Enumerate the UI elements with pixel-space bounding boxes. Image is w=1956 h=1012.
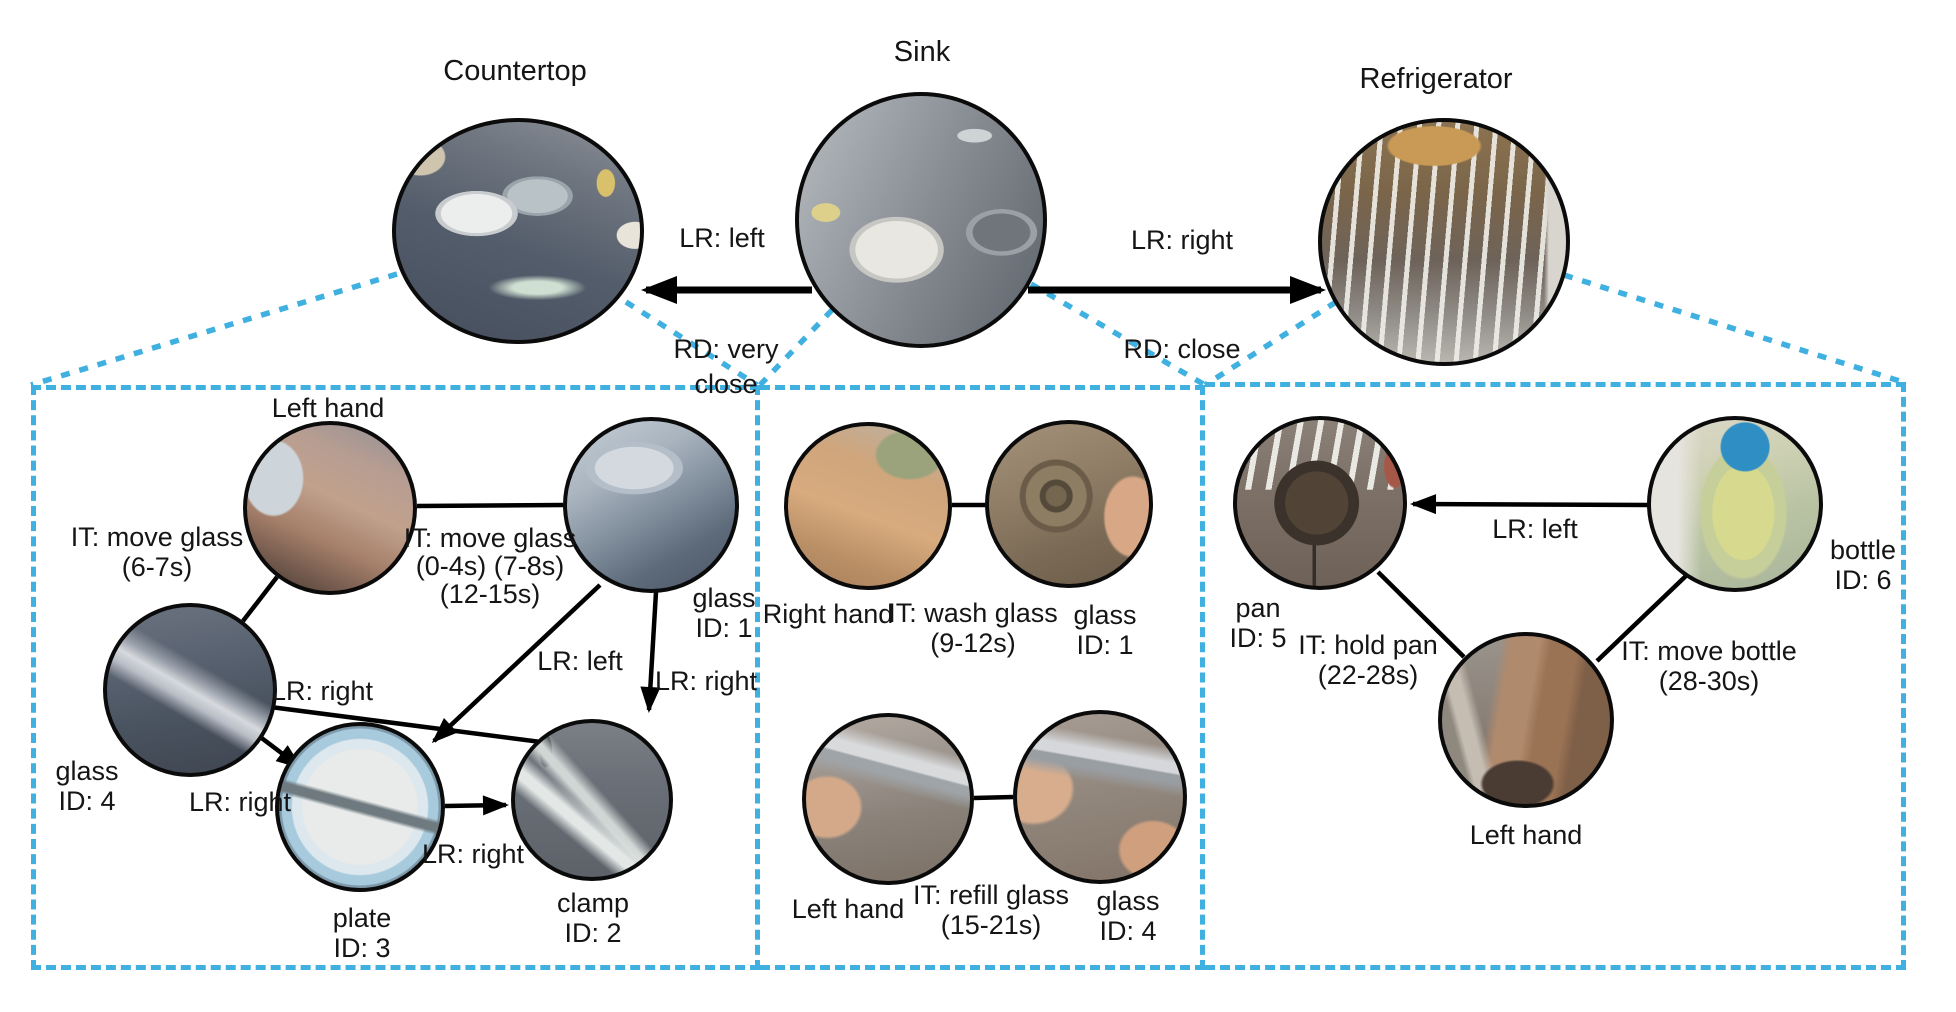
rb-pan-photo — [1233, 416, 1407, 590]
mb-glass4-photo — [1013, 710, 1187, 884]
rb-lr-left: LR: left — [1492, 514, 1578, 544]
edge-lefthand-glass4 — [973, 794, 1014, 801]
lb-lr-right-glass1-clamp: LR: right — [654, 666, 758, 696]
countertop-group-box — [31, 385, 760, 970]
lb-lr-right-plate-clamp: LR: right — [421, 839, 525, 869]
edge-lefthand-glass4 — [241, 575, 279, 623]
lb-lr-right-glass4-clamp: LR: right — [270, 676, 374, 706]
mb-left-hand-label: Left hand — [791, 894, 905, 924]
refrigerator-graph-edges — [1376, 494, 1691, 663]
arrow-glass4-clamp — [254, 702, 575, 753]
funnel-countertop-left — [30, 271, 398, 388]
scene-edge-rd-very-close: RD: very close — [673, 334, 779, 399]
lb-clamp-label: clamp ID: 2 — [556, 888, 630, 948]
scene-edge-rd-close: RD: close — [1123, 334, 1241, 364]
funnel-fridge-left — [1203, 299, 1338, 388]
rb-it-hold-pan: IT: hold pan (22-28s) — [1298, 630, 1438, 690]
lb-plate-photo — [275, 722, 445, 892]
scene-edge-lr-left: LR: left — [679, 223, 765, 253]
refrigerator-title: Refrigerator — [1359, 63, 1513, 95]
rb-left-hand-photo — [1438, 632, 1614, 808]
lb-left-hand-photo — [243, 421, 417, 595]
edge-lefthand-pan — [1376, 570, 1466, 659]
rb-pan-label: pan ID: 5 — [1229, 593, 1287, 653]
lb-lr-left-glass1-plate: LR: left — [537, 646, 623, 676]
edge-lefthand-bottle — [1595, 571, 1691, 663]
lb-plate-label: plate ID: 3 — [332, 903, 392, 963]
lb-lr-right-glass4-plate: LR: right — [188, 787, 292, 817]
sink-graph-edges — [952, 502, 1014, 801]
lb-it-move-glass-multi: IT: move glass (0-4s) (7-8s) (12-15s) — [403, 523, 577, 609]
mb-it-wash-glass: IT: wash glass (9-12s) — [888, 598, 1058, 658]
sink-title: Sink — [893, 36, 951, 68]
mb-glass1-label: glass ID: 1 — [1073, 600, 1137, 660]
scene-edge-lr-right: LR: right — [1130, 225, 1234, 255]
mb-it-refill-glass: IT: refill glass (15-21s) — [912, 880, 1070, 940]
countertop-photo — [392, 118, 644, 344]
arrow-plate-clamp — [444, 795, 509, 816]
lb-glass1-photo — [563, 417, 739, 593]
funnel-countertop-right — [624, 299, 759, 388]
mb-glass1-photo — [985, 420, 1153, 588]
funnel-fridge-right — [1563, 272, 1907, 386]
lb-glass4-label: glass ID: 4 — [55, 756, 119, 816]
lb-left-hand-label: Left hand — [271, 393, 385, 423]
rb-it-move-bottle: IT: move bottle (28-30s) — [1621, 636, 1797, 696]
arrow-glass1-plate — [431, 583, 602, 744]
lb-clamp-photo — [511, 719, 673, 881]
funnel-sink-right — [1029, 281, 1207, 388]
countertop-title: Countertop — [443, 55, 587, 87]
rb-bottle-label: bottle ID: 6 — [1829, 535, 1897, 595]
edge-lefthand-glass1 — [416, 502, 564, 509]
refrigerator-photo — [1318, 118, 1570, 366]
lb-it-move-glass-6-7: IT: move glass (6-7s) — [70, 522, 244, 582]
mb-right-hand-label: Right hand — [762, 599, 894, 629]
arrow-bottle-pan — [1410, 494, 1650, 515]
rb-left-hand-label: Left hand — [1469, 820, 1583, 850]
funnel-lines — [30, 271, 1907, 388]
sink-group-box — [760, 385, 1205, 970]
rb-bottle-photo — [1647, 416, 1823, 592]
refrigerator-group-box — [1205, 382, 1906, 970]
lb-glass4-photo — [103, 603, 277, 777]
mb-left-hand-photo — [802, 713, 974, 885]
mb-glass4-label: glass ID: 4 — [1096, 886, 1160, 946]
mb-right-hand-photo — [784, 422, 952, 590]
sink-photo — [795, 92, 1047, 348]
lb-glass1-label: glass ID: 1 — [692, 583, 756, 643]
arrow-glass1-clamp — [640, 591, 661, 713]
